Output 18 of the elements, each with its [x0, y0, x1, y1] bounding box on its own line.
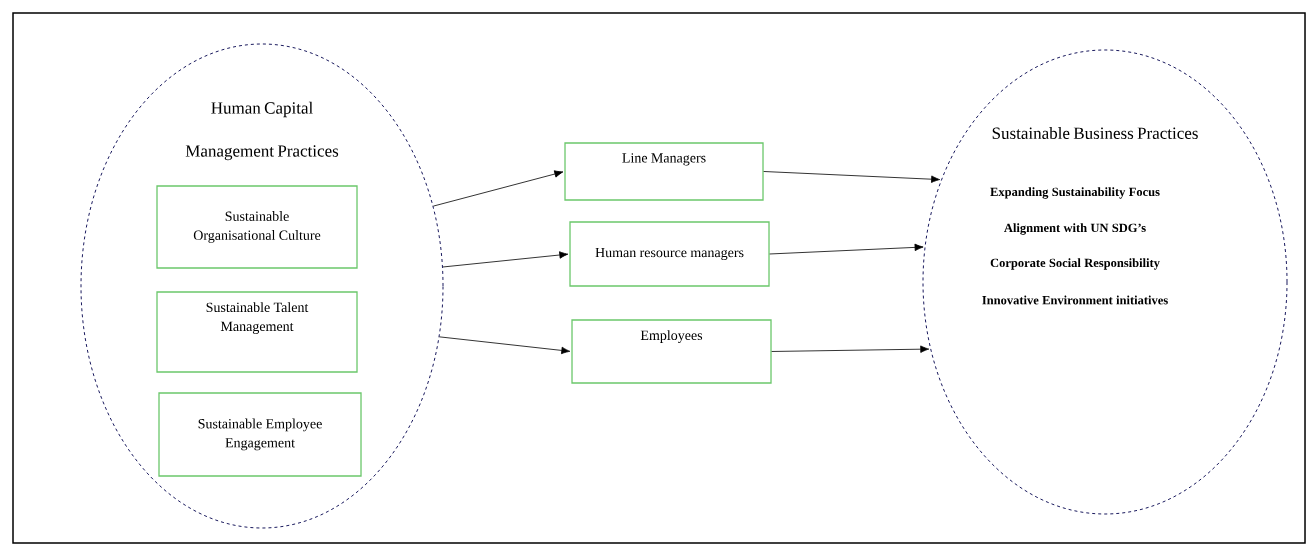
process-box: Employees — [571, 319, 772, 384]
process-box: Sustainable Organisational Culture — [156, 185, 358, 269]
heading-text: Human Capital Management Practices — [185, 101, 339, 161]
item-text: Alignment with UN SDG’s — [1004, 223, 1146, 235]
arrow — [432, 170, 564, 207]
process-box: Line Managers — [564, 142, 764, 201]
arrow — [763, 171, 941, 183]
heading-text: Sustainable Business Practices — [992, 127, 1198, 139]
arrow — [771, 345, 930, 353]
arrow — [442, 251, 569, 268]
arrow — [769, 243, 924, 255]
item-text: Innovative Environment initiatives — [982, 295, 1168, 305]
item-text: Corporate Social Responsibility — [990, 258, 1160, 270]
process-box: Sustainable Talent Management — [156, 291, 358, 373]
process-box: Sustainable Employee Engagement — [158, 392, 362, 477]
arrow — [439, 336, 571, 355]
item-text: Expanding Sustainability Focus — [990, 187, 1160, 199]
process-box: Human resource managers — [569, 221, 770, 287]
